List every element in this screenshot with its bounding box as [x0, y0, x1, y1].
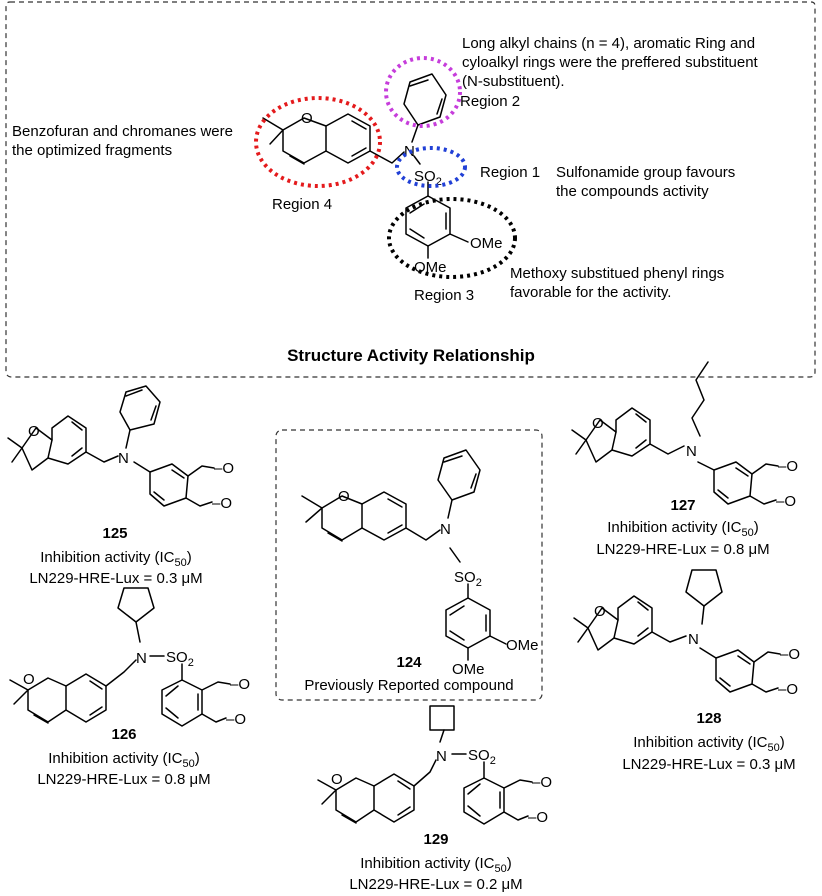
region-2-note-line-3: (N-substituent).: [462, 73, 565, 90]
region-2-highlight: [384, 56, 462, 128]
atom-n-129: N: [436, 748, 447, 765]
compound-125-activity: Inhibition activity (IC50): [40, 549, 191, 569]
atom-methoxy-128-2: –O: [778, 681, 798, 698]
atom-ome-core-2: OMe: [414, 259, 447, 276]
structure-128: [573, 569, 781, 693]
compound-129-activity: Inhibition activity (IC50): [360, 855, 511, 875]
atom-so2-126: SO2: [166, 649, 194, 669]
atom-o-126: O: [23, 671, 35, 688]
compound-127-id: 127: [670, 497, 695, 514]
region-3-note-line-1: Methoxy substitued phenyl rings: [510, 265, 724, 282]
atom-o-core: O: [301, 110, 313, 127]
region-2-label: Region 2: [460, 93, 520, 110]
structure-129: [317, 705, 533, 825]
atom-n-125: N: [118, 450, 129, 467]
atom-n-127: N: [686, 443, 697, 460]
compound-126-assay: LN229-HRE-Lux = 0.8 μM: [37, 771, 210, 788]
region-4-note-line-1: Benzofuran and chromanes were: [12, 123, 233, 140]
atom-n-124: N: [440, 521, 451, 538]
structure-126: [9, 587, 231, 727]
compound-124-id: 124: [396, 654, 422, 671]
compound-125-id: 125: [102, 525, 127, 542]
reference-compound-box: [275, 429, 543, 701]
atom-o-125: O: [28, 423, 40, 440]
compound-129-assay: LN229-HRE-Lux = 0.2 μM: [349, 876, 522, 893]
atom-so2-124: SO2: [454, 569, 482, 589]
atom-ome-124-1: OMe: [506, 637, 539, 654]
atom-o-124: O: [338, 488, 350, 505]
atom-methoxy-125-2: –O: [212, 495, 232, 512]
region-2-note-line-2: cyloalkyl rings were the preffered subst…: [462, 54, 759, 71]
region-4-note-line-2: the optimized fragments: [12, 142, 172, 159]
region-1-note-line-2: the compounds activity: [556, 183, 709, 200]
atom-o-127: O: [592, 415, 604, 432]
region-4-highlight: [254, 96, 382, 188]
compound-126-activity: Inhibition activity (IC50): [48, 750, 199, 770]
atom-n-128: N: [688, 631, 699, 648]
sar-title: Structure Activity Relationship: [287, 346, 535, 365]
region-3-note-line-2: favorable for the activity.: [510, 284, 671, 301]
region-3-label: Region 3: [414, 287, 474, 304]
structure-127: [571, 361, 779, 505]
compound-128-id: 128: [696, 710, 721, 727]
reference-caption: Previously Reported compound: [304, 677, 513, 694]
region-4-label: Region 4: [272, 196, 332, 213]
atom-ome-core-1: OMe: [470, 235, 503, 252]
region-1-highlight: [395, 146, 467, 188]
atom-n-126: N: [136, 650, 147, 667]
atom-methoxy-127-2: –O: [776, 493, 796, 510]
compound-127-assay: LN229-HRE-Lux = 0.8 μM: [596, 541, 769, 558]
compound-129-id: 129: [423, 831, 448, 848]
atom-methoxy-129-2: –O: [528, 809, 548, 826]
structure-124: [301, 449, 507, 661]
atom-methoxy-128-1: –O: [780, 646, 800, 663]
atom-so2-core: SO2: [414, 168, 442, 188]
sar-core-molecule: [262, 73, 469, 259]
atom-so2-129: SO2: [468, 747, 496, 767]
compound-126-id: 126: [111, 726, 136, 743]
region-3-highlight: [387, 197, 517, 279]
compound-128-assay: LN229-HRE-Lux = 0.3 μM: [622, 756, 795, 773]
atom-o-128: O: [594, 603, 606, 620]
compound-125-assay: LN229-HRE-Lux = 0.3 μM: [29, 570, 202, 587]
structure-125: [7, 385, 215, 507]
compound-127-activity: Inhibition activity (IC50): [607, 519, 758, 539]
atom-methoxy-126-2: –O: [226, 711, 246, 728]
atom-methoxy-125-1: –O: [214, 460, 234, 477]
compound-128-activity: Inhibition activity (IC50): [633, 734, 784, 754]
atom-o-129: O: [331, 771, 343, 788]
sar-panel-border: [5, 1, 816, 378]
atom-methoxy-129-1: –O: [532, 774, 552, 791]
region-1-note-line-1: Sulfonamide group favours: [556, 164, 735, 181]
region-1-label: Region 1: [480, 164, 540, 181]
atom-ome-124-2: OMe: [452, 661, 485, 678]
atom-methoxy-126-1: –O: [230, 676, 250, 693]
atom-methoxy-127-1: –O: [778, 458, 798, 475]
region-2-note-line-1: Long alkyl chains (n = 4), aromatic Ring…: [462, 35, 755, 52]
